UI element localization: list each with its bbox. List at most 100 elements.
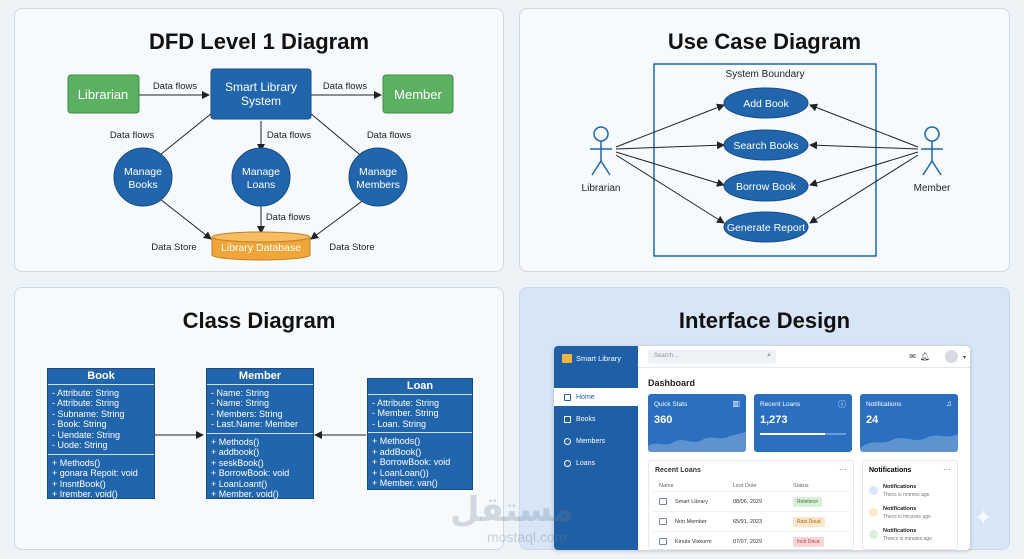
status-badge: Rast Doud [793, 517, 825, 527]
manage-members-l2: Members [356, 179, 400, 191]
nav-home[interactable]: Home [554, 388, 638, 406]
notification-time: Threcs is minutes ago [883, 536, 932, 542]
usecase-canvas: System Boundary Librarian Member [582, 63, 951, 257]
row-date: 08/06, 2029 [733, 499, 763, 505]
usecase-title: Use Case Diagram [667, 29, 862, 54]
table-row[interactable]: Kinuts Viskorm 07/07, 2029 Inch Deca [653, 531, 849, 550]
class-title: Class Diagram [182, 308, 336, 333]
dfd-panel: DFD Level 1 Diagram Librarian Smart Libr… [14, 8, 504, 272]
flow-label: Data flows [323, 81, 368, 92]
system-label-1: Smart Library [225, 80, 297, 94]
class-attr: - Members: String [211, 408, 283, 419]
nav-loans[interactable]: Loans [554, 454, 638, 472]
row-date: 65/91, 2023 [733, 519, 763, 525]
usecase-search-books [723, 129, 809, 161]
nav-members[interactable]: Members [554, 432, 638, 450]
class-attributes: - Attribute: String - Member. String - L… [368, 395, 472, 433]
class-loan: Loan - Attribute: String - Member. Strin… [367, 378, 473, 490]
class-method: + seskBook() [211, 457, 264, 468]
home-icon [564, 393, 571, 401]
flow-members-db [310, 198, 366, 240]
usecase-label: Add Book [743, 98, 789, 110]
app-logo: Smart Library [562, 354, 621, 363]
dfd-canvas: Librarian Smart Library System Member Ma… [67, 68, 454, 261]
class-method: + LoanLoan()) [372, 467, 429, 478]
table-title: Recent Loans [655, 467, 701, 474]
notification-title: Notifications [883, 484, 917, 490]
book-logo-icon [562, 354, 572, 363]
class-method: + addBook() [372, 446, 422, 457]
notifications-panel: Notifications ··· Notifications Thecs is… [862, 460, 958, 550]
more-icon[interactable]: ··· [839, 465, 847, 474]
class-attributes: - Name: String - Name: String - Members:… [207, 385, 313, 434]
mail-icon[interactable]: ✉ [909, 352, 916, 361]
class-method: + BorrowBook: void [372, 457, 451, 467]
nav-label: Members [576, 437, 606, 445]
card-quick-stats[interactable]: Quick Stats 360 ▥ [648, 394, 746, 452]
card-value: 360 [654, 414, 673, 426]
class-attributes: - Attribute: String - Attribute: String … [48, 385, 154, 455]
system-label-2: System [241, 94, 281, 108]
row-name: Kinuts Viskorm [675, 539, 712, 545]
class-attr: - Name: String [211, 398, 270, 408]
class-method: + Member. van() [372, 478, 438, 488]
users-icon [564, 437, 571, 445]
class-method: + InsntBook() [52, 478, 106, 489]
avatar[interactable] [945, 350, 958, 363]
notification-item[interactable]: Notifications Thecs is micsses ago [869, 505, 955, 525]
manage-loans-l1: Manage [242, 166, 280, 178]
actor-librarian-icon [590, 126, 612, 176]
class-method: + Methods() [52, 457, 101, 468]
card-recent-loans[interactable]: Recent Loans 1,273 ⓘ [754, 394, 852, 452]
chevron-down-icon[interactable]: ▾ [962, 355, 966, 361]
search-input[interactable]: Search... ⌕ [648, 350, 776, 364]
search-icon: ⌕ [767, 352, 771, 359]
info-icon: ⓘ [838, 400, 846, 409]
notification-icon [869, 508, 878, 517]
notification-icon [869, 486, 878, 495]
manage-books-l2: Books [128, 179, 157, 191]
notification-icon [869, 530, 878, 539]
actor-librarian-label: Librarian [582, 183, 621, 194]
class-attr: - Attribute: String [52, 398, 120, 408]
flow-system-books [154, 112, 213, 160]
class-methods: + Methods() + gonara Repoit: void + Insn… [48, 455, 154, 503]
system-process [210, 68, 312, 120]
sparkline [860, 434, 958, 452]
more-icon[interactable]: ··· [943, 465, 951, 474]
class-method: + LoanLoant() [211, 478, 268, 489]
table-row[interactable]: Nrin Member 65/91, 2023 Rast Doud [653, 511, 849, 531]
class-attr: - Attribute: String [372, 397, 440, 408]
notification-title: Notifications [883, 528, 917, 534]
system-boundary [653, 63, 877, 257]
nav-label: Home [576, 393, 595, 401]
manage-books-l1: Manage [124, 166, 162, 178]
interface-title: Interface Design [678, 308, 851, 333]
notification-item[interactable]: Notifications Thecs is rmirnes ago [869, 483, 955, 503]
card-notifications[interactable]: Notifications 24 ♫ [860, 394, 958, 452]
notification-time: Thecs is micsses ago [883, 514, 931, 520]
book-icon [659, 538, 667, 545]
status-badge: Inch Deca [793, 537, 824, 547]
class-name: Book [48, 369, 154, 385]
librarian-label: Librarian [78, 87, 129, 102]
librarian-entity [67, 74, 140, 114]
manage-members-l1: Manage [359, 166, 397, 178]
usecase-generate-report [723, 211, 809, 243]
loans-progress-bar [760, 433, 846, 435]
dashboard-title: Dashboard [648, 378, 696, 388]
manage-loans-l2: Loans [247, 179, 276, 191]
actor-member-icon [921, 126, 943, 176]
app-mockup: Smart Library Home Books Members Loans S… [554, 346, 970, 550]
nav-label: Loans [576, 459, 596, 467]
card-title: Notifications [866, 401, 902, 408]
table-row[interactable]: Smart Library 08/06, 2029 Relettecn [653, 491, 849, 511]
bar-chart-icon: ▥ [732, 399, 740, 408]
notification-item[interactable]: Notifications Threcs is minutes ago [869, 527, 955, 547]
nav-books[interactable]: Books [554, 410, 638, 428]
progress-fill [760, 433, 825, 435]
class-attr: - Last.Name: Member [211, 419, 299, 429]
bell-icon[interactable]: 🔔︎ [919, 352, 930, 361]
flow-books-db [159, 198, 212, 240]
manage-members-process [348, 147, 408, 207]
